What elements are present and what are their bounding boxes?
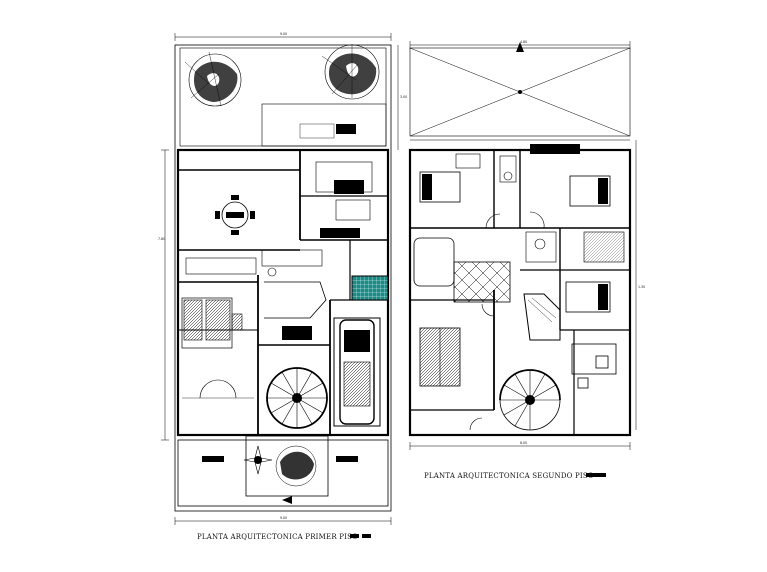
dim-left: 7.80 <box>158 237 165 241</box>
dining-table-icon <box>215 195 255 235</box>
first-floor-title: PLANTA ARQUITECTONICA PRIMER PISO <box>197 533 358 541</box>
first-floor-plan: 9.00 9.00 7.80 3.00 <box>158 32 407 541</box>
second-floor-title: PLANTA ARQUITECTONICA SEGUNDO PISO <box>424 472 594 480</box>
tree-icon <box>184 51 242 107</box>
tiled-hall <box>453 261 511 303</box>
scale-bar <box>586 473 606 477</box>
bed-icon <box>419 153 481 203</box>
spiral-stair-icon <box>266 367 328 429</box>
scale-bar <box>350 534 359 538</box>
second-floor-plan: 4.80 8.00 1.30 <box>408 40 645 480</box>
dim-top: 4.80 <box>520 40 527 44</box>
sofa-set-icon <box>181 297 243 349</box>
plant-icon <box>243 445 273 475</box>
spiral-stair-icon <box>499 369 561 431</box>
bed-icon <box>565 281 611 313</box>
straight-stair-icon <box>419 327 461 387</box>
dim-bottom: 9.00 <box>280 516 287 520</box>
dim-right: 3.00 <box>400 95 407 99</box>
car-icon <box>333 317 381 427</box>
north-arrow-icon <box>516 42 524 52</box>
second-floor-walls <box>408 139 632 437</box>
dim-right: 1.30 <box>638 285 645 289</box>
patio-slab <box>261 103 387 147</box>
first-floor-walls <box>176 148 390 437</box>
scale-bar <box>362 534 371 538</box>
dim-top: 9.00 <box>280 32 287 36</box>
first-floor-dimensions <box>161 33 399 525</box>
dim-bottom: 8.00 <box>520 441 527 445</box>
lower-garden <box>177 439 389 507</box>
lot-boundary <box>174 44 392 512</box>
tree-icon <box>321 44 380 100</box>
bed-icon <box>530 144 611 207</box>
plant-icon <box>275 445 317 487</box>
